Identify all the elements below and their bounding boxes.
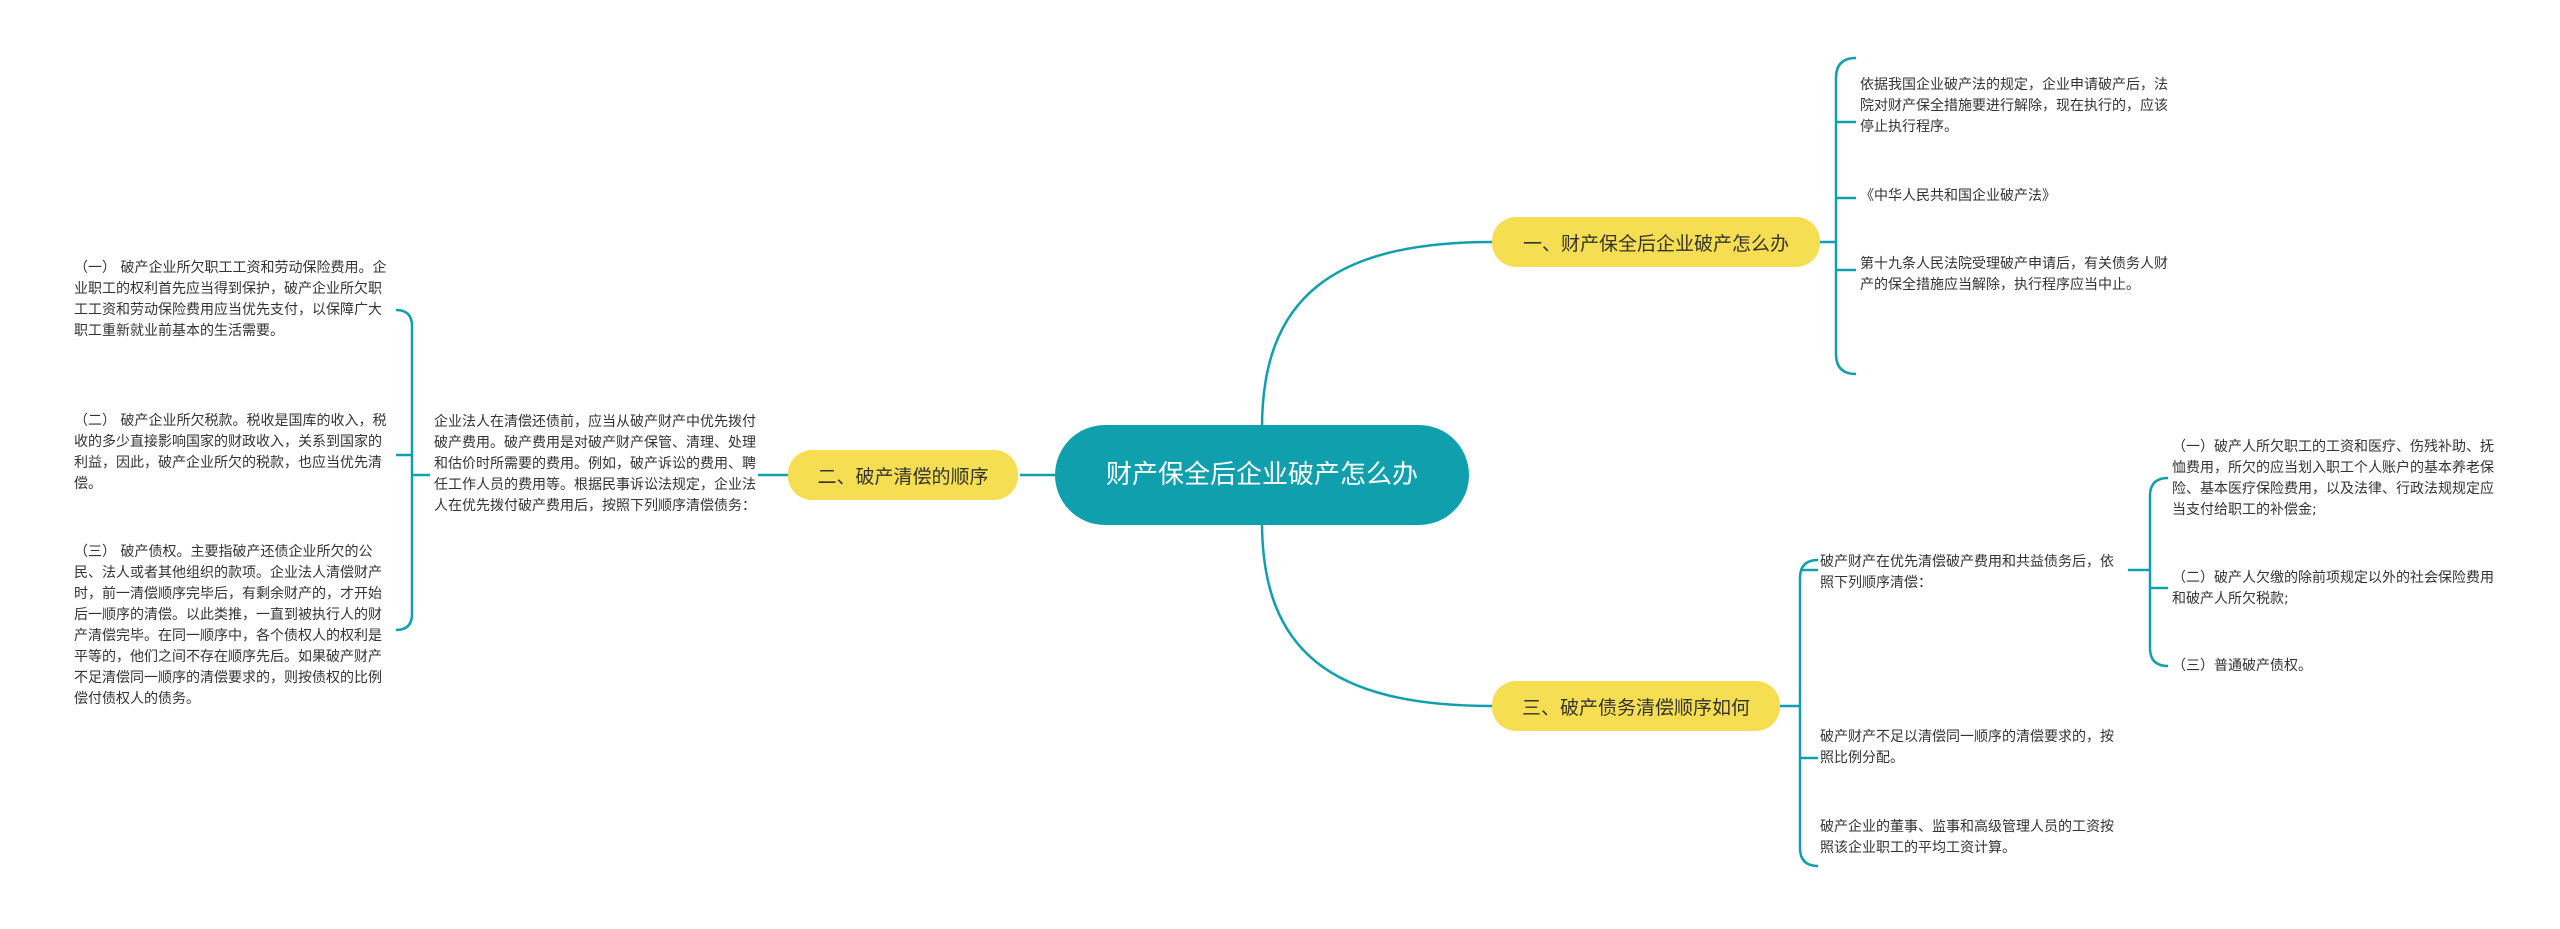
b2-leaf-2: （二） 破产企业所欠税款。税收是国库的收入，税收的多少直接影响国家的财政收入，关…	[74, 411, 392, 495]
b2-leaf-1-text: （一） 破产企业所欠职工工资和劳动保险费用。企业职工的权利首先应当得到保护，破产…	[74, 260, 387, 339]
b1-leaf-1-text: 依据我国企业破产法的规定，企业申请破产后，法院对财产保全措施要进行解除，现在执行…	[1860, 77, 2168, 135]
b2-leaf-3-text: （三） 破产债权。主要指破产还债企业所欠的公民、法人或者其他组织的款项。企业法人…	[74, 544, 382, 707]
link-root-b3	[1260, 521, 1493, 708]
b2-intro: 企业法人在清偿还债前，应当从破产财产中优先拨付破产费用。破产费用是对破产财产保管…	[434, 412, 756, 517]
branch-1[interactable]: 一、财产保全后企业破产怎么办	[1492, 217, 1820, 267]
b3-sub-3-text: （三）普通破产债权。	[2172, 658, 2312, 674]
b3-leaf-1-text: 破产财产在优先清偿破产费用和共益债务后，依照下列顺序清偿：	[1820, 554, 2114, 591]
b2-intro-text: 企业法人在清偿还债前，应当从破产财产中优先拨付破产费用。破产费用是对破产财产保管…	[434, 414, 756, 514]
b2-leaf-1: （一） 破产企业所欠职工工资和劳动保险费用。企业职工的权利首先应当得到保护，破产…	[74, 258, 392, 342]
b3-sub-2: （二）破产人欠缴的除前项规定以外的社会保险费用和破产人所欠税款;	[2172, 568, 2498, 610]
b1-leaf-3-text: 第十九条人民法院受理破产申请后，有关债务人财产的保全措施应当解除，执行程序应当中…	[1860, 256, 2168, 293]
b3-leaf-3-text: 破产企业的董事、监事和高级管理人员的工资按照该企业职工的平均工资计算。	[1820, 819, 2114, 856]
b3-leaf-3: 破产企业的董事、监事和高级管理人员的工资按照该企业职工的平均工资计算。	[1820, 817, 2126, 859]
branch-3-label: 三、破产债务清偿顺序如何	[1521, 696, 1750, 719]
branch-1-label: 一、财产保全后企业破产怎么办	[1522, 232, 1789, 255]
bracket-b1	[1834, 56, 1857, 376]
bracket-b3	[1798, 558, 1819, 868]
root-title: 财产保全后企业破产怎么办	[1105, 460, 1418, 490]
b1-leaf-1: 依据我国企业破产法的规定，企业申请破产后，法院对财产保全措施要进行解除，现在执行…	[1860, 75, 2178, 138]
b3-sub-1-text: （一）破产人所欠职工的工资和医疗、伤残补助、抚恤费用，所欠的应当划入职工个人账户…	[2172, 439, 2494, 518]
branch-2-label: 二、破产清偿的顺序	[817, 465, 989, 488]
branch-3[interactable]: 三、破产债务清偿顺序如何	[1492, 681, 1780, 731]
b3-leaf-2: 破产财产不足以清偿同一顺序的清偿要求的，按照比例分配。	[1820, 727, 2126, 769]
root-topic[interactable]: 财产保全后企业破产怎么办	[1055, 425, 1469, 525]
b1-leaf-2-text: 《中华人民共和国企业破产法》	[1860, 188, 2056, 204]
b3-leaf-2-text: 破产财产不足以清偿同一顺序的清偿要求的，按照比例分配。	[1820, 729, 2114, 766]
b3-leaf-1: 破产财产在优先清偿破产费用和共益债务后，依照下列顺序清偿：	[1820, 552, 2126, 594]
b1-leaf-3: 第十九条人民法院受理破产申请后，有关债务人财产的保全措施应当解除，执行程序应当中…	[1860, 254, 2178, 296]
b3-sub-2-text: （二）破产人欠缴的除前项规定以外的社会保险费用和破产人所欠税款;	[2172, 570, 2494, 607]
link-root-b1	[1260, 240, 1493, 429]
b3-sub-3: （三）普通破产债权。	[2172, 656, 2498, 677]
bracket-sub	[2148, 476, 2169, 668]
b1-leaf-2: 《中华人民共和国企业破产法》	[1860, 186, 2178, 207]
b2-leaf-3: （三） 破产债权。主要指破产还债企业所欠的公民、法人或者其他组织的款项。企业法人…	[74, 542, 392, 710]
bracket-b2	[395, 308, 414, 632]
b3-sub-1: （一）破产人所欠职工的工资和医疗、伤残补助、抚恤费用，所欠的应当划入职工个人账户…	[2172, 437, 2498, 521]
branch-2[interactable]: 二、破产清偿的顺序	[788, 450, 1018, 500]
b2-leaf-2-text: （二） 破产企业所欠税款。税收是国库的收入，税收的多少直接影响国家的财政收入，关…	[74, 413, 387, 492]
